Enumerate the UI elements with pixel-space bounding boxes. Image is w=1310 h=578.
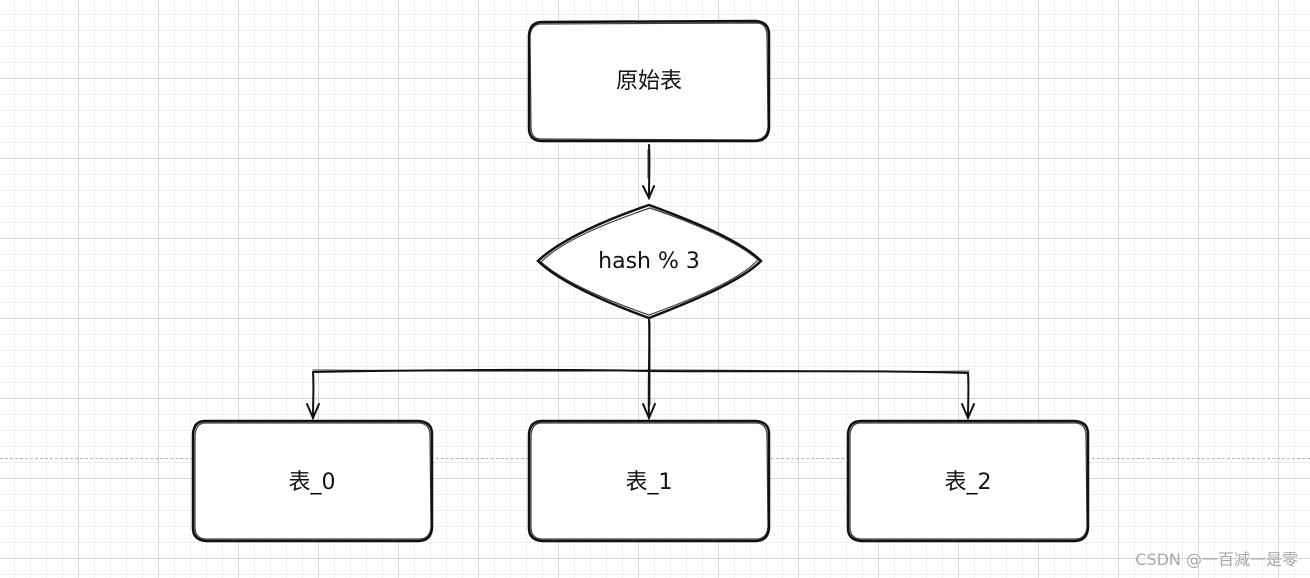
shard-table-1-node[interactable]: 表_1 [527,419,771,543]
edge-branch-line [312,368,970,374]
hash-decision-node[interactable]: hash % 3 [536,203,763,320]
shard-table-2-node[interactable]: 表_2 [846,419,1090,543]
edge-decision-to-shard1 [642,317,656,421]
edge-decision-to-shard0 [306,371,320,421]
shard-table-2-label: 表_2 [945,470,992,495]
edge-source-to-decision [642,144,655,201]
source-table-label: 原始表 [616,69,682,94]
edges [306,144,975,421]
shard-table-0-node[interactable]: 表_0 [191,419,434,543]
csdn-watermark: CSDN @一百减一是零 [1135,550,1298,569]
shard-table-0-label: 表_0 [289,470,336,495]
source-table-node[interactable]: 原始表 [527,19,771,143]
hash-decision-label: hash % 3 [598,249,700,274]
edge-decision-to-shard2 [961,372,975,421]
shard-table-1-label: 表_1 [626,470,673,495]
